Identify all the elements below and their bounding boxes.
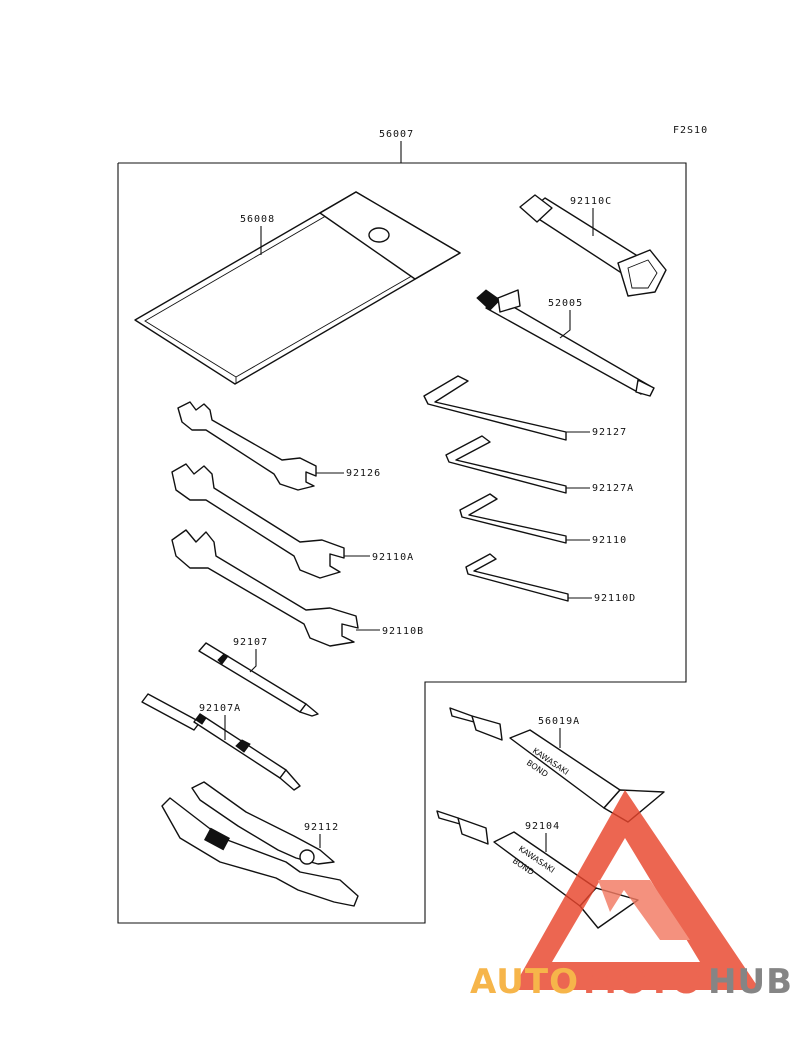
wrench-1-label: 92126 [346,468,381,479]
bar-leader [559,310,571,339]
watermark-triangle-inner [598,880,690,940]
driver-bit [198,642,319,717]
hex-wrench-4 [465,553,569,602]
tool-case [134,191,461,385]
hex-wrench-3 [459,493,567,544]
kit-frame [117,162,687,924]
wrench-3-label: 92110B [382,626,424,637]
box-wrench [519,194,667,297]
driver-handle-label: 92107A [199,703,241,714]
hex-4-label: 92110D [594,593,636,604]
diagram-code: F2S10 [673,125,708,136]
bar-label: 52005 [548,298,583,309]
hex-1-label: 92127 [592,427,627,438]
case-label: 56008 [240,214,275,225]
box-wrench-label: 92110C [570,196,612,207]
watermark-triangle [512,790,760,990]
tommy-bar [476,289,655,397]
watermark-text-auto: AUTO [470,962,579,1002]
watermark-text-moto: MOTO [583,962,702,1002]
kit-part-label: 56007 [379,129,414,140]
open-wrench-1 [177,401,317,491]
driver-handle [141,693,301,791]
wrench-2-label: 92110A [372,552,414,563]
bond-1-label: 56019A [538,716,580,727]
hex-2-label: 92127A [592,483,634,494]
watermark-text-hub: HUB [708,962,793,1002]
pliers [161,781,359,907]
watermark-logo: AUTO MOTO HUB [470,790,793,1002]
driver-bit-label: 92107 [233,637,268,648]
driver-bit-leader [249,649,257,673]
hex-wrench-2 [445,435,567,494]
hex-3-label: 92110 [592,535,627,546]
hex-wrench-1 [423,375,567,441]
bond-2-label: 92104 [525,821,560,832]
open-wrench-3 [171,529,359,647]
pliers-label: 92112 [304,822,339,833]
open-wrench-2 [171,463,345,579]
